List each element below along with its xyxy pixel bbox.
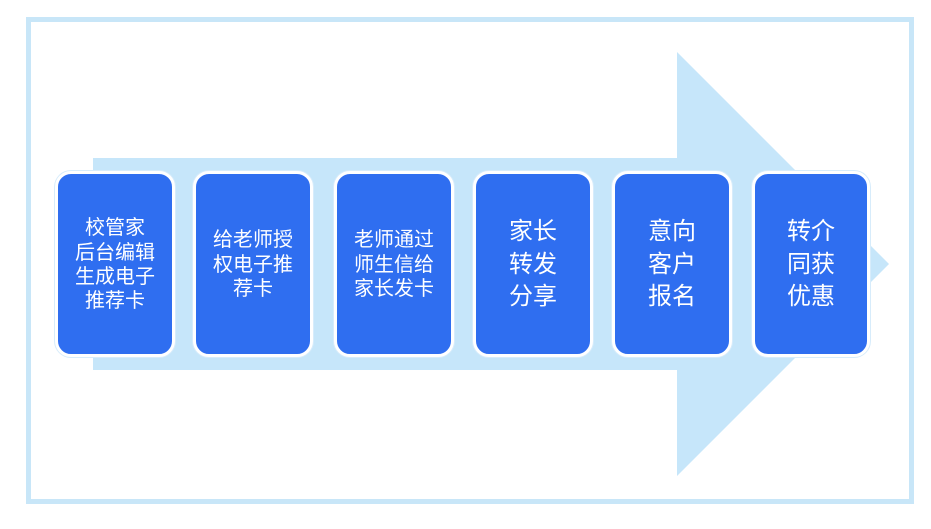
step-2-label: 给老师授 权电子推 荐卡 [213,227,293,301]
step-1-label: 校管家 后台编辑 生成电子 推荐卡 [75,215,155,313]
step-6-label: 转介 同获 优惠 [787,217,835,311]
step-3: 老师通过 师生信给 家长发卡 [334,171,454,357]
step-2: 给老师授 权电子推 荐卡 [193,171,313,357]
step-5-label: 意向 客户 报名 [648,217,696,311]
step-6: 转介 同获 优惠 [752,171,870,357]
step-3-label: 老师通过 师生信给 家长发卡 [354,227,434,301]
step-4: 家长 转发 分享 [473,171,593,357]
step-5: 意向 客户 报名 [612,171,732,357]
step-4-label: 家长 转发 分享 [509,217,557,311]
step-1: 校管家 后台编辑 生成电子 推荐卡 [55,171,175,357]
